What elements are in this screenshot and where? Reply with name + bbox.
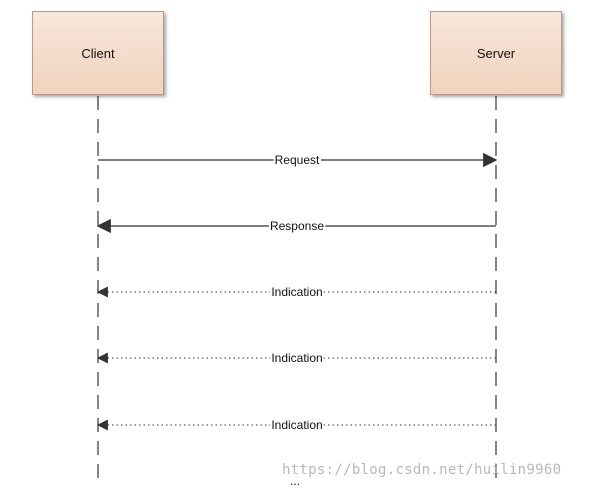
message-1: Request (98, 152, 498, 168)
watermark-text: https://blog.csdn.net/huilin9960 (282, 462, 562, 478)
message-label-bg (270, 418, 324, 432)
message-4: Indication (96, 351, 496, 365)
messages-layer: RequestResponseIndicationIndicationIndic… (96, 152, 498, 432)
message-label-bg (273, 153, 322, 167)
message-label-bg (270, 285, 324, 299)
message-5: Indication (96, 418, 496, 432)
message-label: Indication (271, 418, 322, 432)
message-label: Indication (271, 285, 322, 299)
message-label: Indication (271, 351, 322, 365)
client-label: Client (81, 45, 115, 61)
client-actor: Client (32, 11, 164, 95)
continuation-ellipsis: ... (290, 474, 301, 488)
message-2: Response (96, 218, 496, 234)
message-label-bg (268, 219, 326, 233)
message-label: Request (275, 153, 320, 167)
message-3: Indication (96, 285, 496, 299)
server-label: Server (476, 45, 516, 61)
server-actor: Server (430, 11, 562, 95)
message-label-bg (270, 351, 324, 365)
message-label: Response (270, 219, 324, 233)
